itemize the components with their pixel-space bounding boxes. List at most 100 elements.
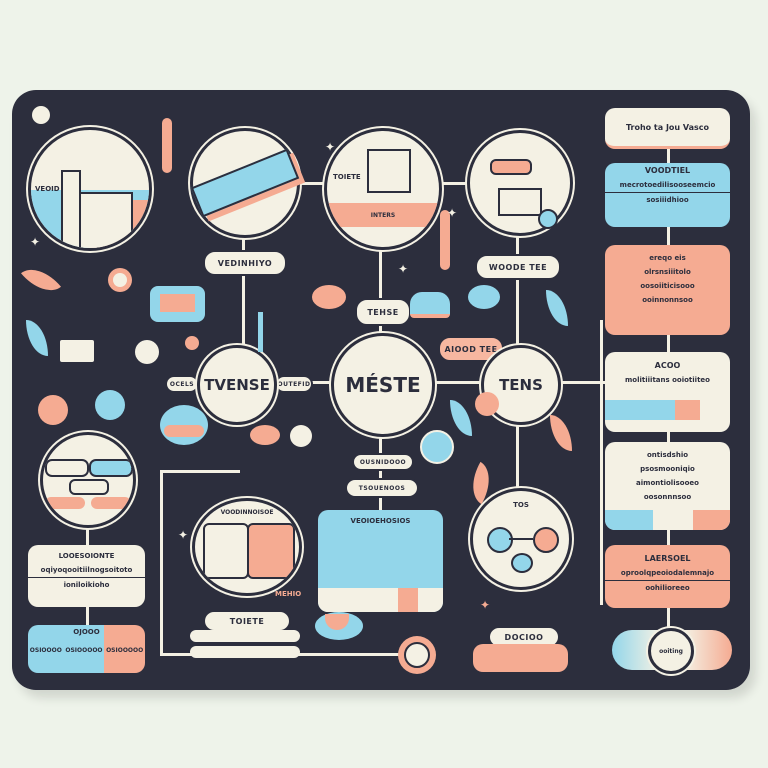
card-title: OJOOO bbox=[73, 628, 100, 636]
fork-icon bbox=[258, 312, 263, 352]
card-title: Troho ta Jou Vasco bbox=[625, 122, 710, 132]
node-meste-center[interactable]: MÉSTE bbox=[331, 333, 435, 437]
connector bbox=[379, 245, 382, 335]
sparkle-icon: ✦ bbox=[30, 235, 41, 249]
node-label: TVENSE bbox=[204, 376, 270, 394]
card-line: olrsnsiiitolo bbox=[644, 268, 691, 276]
connector bbox=[556, 381, 606, 384]
pill-label: OUTEFID bbox=[277, 380, 311, 388]
plant-icon bbox=[38, 395, 68, 425]
pill-label: OCELS bbox=[169, 380, 195, 388]
card-line: molitiiitans ooiotiiteo bbox=[625, 376, 710, 384]
spiral-icon bbox=[185, 336, 199, 350]
right-card-title[interactable]: Troho ta Jou Vasco bbox=[605, 108, 730, 149]
connector bbox=[435, 182, 470, 185]
blue-info-panel[interactable]: VEOIOEHOSIOS bbox=[318, 510, 443, 612]
connector bbox=[242, 230, 245, 345]
ticket-icon bbox=[190, 148, 300, 218]
node-toiete[interactable]: TOIETE bbox=[203, 610, 291, 632]
sparkle-icon: ✦ bbox=[447, 206, 458, 220]
badge-icon bbox=[538, 209, 558, 229]
moon-icon bbox=[32, 106, 50, 124]
left-card-1[interactable]: LOOESOIONTE oqiyoqooitiilnogsoitoto ioni… bbox=[28, 545, 145, 607]
pill-label: TEHSE bbox=[367, 307, 399, 317]
cloud-icon bbox=[410, 292, 450, 318]
connector bbox=[295, 182, 325, 185]
right-card-1[interactable]: VOODTIEL mecrotoedilisooseemcio sosiiidh… bbox=[605, 163, 730, 227]
badge-circle-icon bbox=[160, 405, 208, 445]
circle-title: TOS bbox=[513, 501, 529, 509]
bottom-right-node[interactable]: ooiting bbox=[648, 628, 694, 674]
pill-label: DOCIOO bbox=[504, 632, 544, 642]
church-illustration-circle: VEOID bbox=[28, 127, 152, 251]
pill-label: WOODE TEE bbox=[488, 262, 548, 272]
pink-block bbox=[473, 644, 568, 672]
pill-label: VEDINHIYO bbox=[217, 258, 273, 268]
document-circle: TOIETE INTERS bbox=[324, 128, 442, 250]
node-below-1[interactable]: OUSNIDOOO bbox=[352, 453, 414, 471]
connector bbox=[600, 320, 603, 605]
pill-label: OUSNIDOOO bbox=[359, 458, 407, 466]
card-line: oohilioreeo bbox=[605, 580, 730, 595]
book-icon bbox=[60, 340, 94, 362]
target-icon bbox=[135, 340, 159, 364]
left-card-2[interactable]: OJOOO OSIOOOO OSIOOOOO OSIOOOOO bbox=[28, 625, 145, 673]
bottom-node[interactable] bbox=[398, 636, 436, 674]
right-card-4[interactable]: ontisdshio psosmooniqio aimontiolisooeo … bbox=[605, 442, 730, 530]
cloud-icon bbox=[312, 285, 346, 309]
top-center-circle-tab: INTERS bbox=[327, 203, 439, 227]
node-below-2[interactable]: TSOUENOOS bbox=[345, 478, 419, 498]
card-line: aimontiolisooeo bbox=[636, 479, 699, 487]
right-card-3[interactable]: ACOO molitiiitans ooiotiiteo bbox=[605, 352, 730, 432]
church-label: VEOID bbox=[35, 185, 60, 193]
right-card-5[interactable]: LAERSOEL oproolqpeoiodalemnajo oohiliore… bbox=[605, 545, 730, 608]
node-tehse[interactable]: TEHSE bbox=[355, 298, 411, 326]
node-tvense[interactable]: TVENSE bbox=[197, 345, 277, 425]
panel-title: VEOIOEHOSIOS bbox=[350, 517, 411, 525]
lightbulb-icon bbox=[108, 268, 132, 292]
card-line: OSIOOOO bbox=[29, 647, 62, 654]
node-vedinhiyo[interactable]: VEDINHIYO bbox=[203, 250, 287, 276]
card-line: OSIOOOOO bbox=[65, 647, 103, 654]
pill-label: AIOOD TEE bbox=[444, 344, 498, 354]
tree-icon bbox=[468, 285, 500, 309]
x-circle-icon bbox=[475, 392, 499, 416]
node-label: TENS bbox=[499, 376, 543, 394]
card-title: LOOESOIONTE bbox=[58, 552, 115, 560]
toggle-icon bbox=[490, 159, 532, 175]
card-title: VOODTIEL bbox=[644, 166, 691, 175]
node-aiood-tee[interactable]: AIOOD TEE bbox=[438, 336, 504, 362]
card-title: ACOO bbox=[654, 361, 681, 370]
node-tens[interactable]: TENS bbox=[481, 345, 561, 425]
card-line: oosoiiticisooo bbox=[640, 282, 695, 290]
node-outefid[interactable]: OUTEFID bbox=[275, 375, 313, 393]
card-line: ooinnonnsoo bbox=[642, 296, 693, 304]
building-icon bbox=[79, 192, 133, 248]
connector bbox=[430, 381, 480, 384]
globe-icon bbox=[420, 430, 454, 464]
card-line: mecrotoedilisooseemcio bbox=[619, 181, 716, 189]
node-ocels[interactable]: OCELS bbox=[165, 375, 199, 393]
pill-label: TSOUENOOS bbox=[358, 484, 406, 492]
connector bbox=[516, 230, 519, 345]
stopwatch-icon bbox=[290, 425, 312, 447]
top-center-circle-label: TOIETE bbox=[333, 173, 361, 181]
node-label: ooiting bbox=[659, 647, 683, 655]
sparkle-icon: ✦ bbox=[325, 140, 336, 154]
node-woode-tee[interactable]: WOODE TEE bbox=[475, 254, 561, 280]
plant-icon bbox=[95, 390, 125, 420]
x-shape-icon bbox=[250, 425, 280, 445]
sparkle-icon: ✦ bbox=[480, 598, 491, 612]
form-circle bbox=[467, 130, 573, 236]
tree-circle bbox=[40, 432, 136, 528]
circle-title: VOODINNOISOE bbox=[220, 509, 274, 516]
node-label: MÉSTE bbox=[345, 373, 421, 397]
tab-label: INTERS bbox=[370, 211, 396, 219]
circle-side-label: MEHIO bbox=[275, 590, 302, 598]
note-card-icon bbox=[150, 286, 205, 322]
right-card-2[interactable]: ereqo eis olrsnsiiitolo oosoiiticisooo o… bbox=[605, 245, 730, 335]
document-icon bbox=[367, 149, 411, 193]
card-line: OSIOOOOO bbox=[106, 647, 144, 654]
card-line: ioniloikioho bbox=[28, 577, 145, 592]
pen-icon bbox=[162, 118, 172, 173]
